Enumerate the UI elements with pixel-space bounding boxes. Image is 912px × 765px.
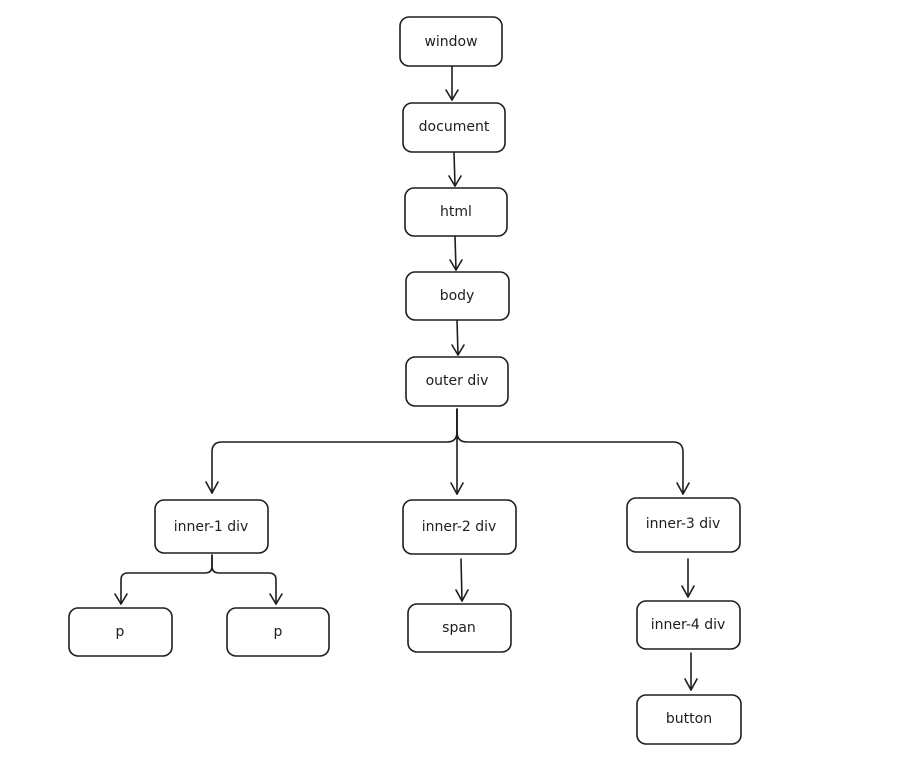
edge-inner2-span xyxy=(460,558,463,602)
nodes: window document html body outer div inne… xyxy=(68,16,742,745)
node-inner-1-div-label: inner-1 div xyxy=(174,519,249,535)
node-p-right-label: p xyxy=(274,624,283,640)
arrowhead-html-body xyxy=(449,259,463,271)
node-document-label: document xyxy=(419,119,490,135)
node-span-label: span xyxy=(442,620,476,636)
node-inner-4-div: inner-4 div xyxy=(636,600,741,650)
node-span: span xyxy=(407,603,512,653)
arrowhead-outer-inner2 xyxy=(450,482,464,495)
edge-outer-inner1 xyxy=(211,408,458,494)
arrowhead-window-document xyxy=(445,89,459,101)
node-window: window xyxy=(399,16,503,67)
edge-html-body xyxy=(454,235,457,271)
arrowhead-outer-inner1 xyxy=(205,481,219,494)
node-html-label: html xyxy=(440,204,472,220)
arrowhead-inner4-button xyxy=(684,678,698,691)
node-button-label: button xyxy=(666,711,712,727)
arrowhead-inner3-inner4 xyxy=(681,585,695,598)
edge-outer-inner3 xyxy=(456,408,684,495)
node-p-right: p xyxy=(226,607,330,657)
node-window-label: window xyxy=(424,34,477,50)
arrowhead-inner1-p2 xyxy=(269,593,283,605)
edges xyxy=(114,65,698,691)
edge-inner1-p1 xyxy=(120,554,213,605)
node-inner-3-div: inner-3 div xyxy=(626,497,741,553)
node-inner-4-div-label: inner-4 div xyxy=(651,617,726,633)
node-document: document xyxy=(402,102,506,153)
edge-body-outer-div xyxy=(456,319,459,356)
arrowhead-body-outer-div xyxy=(451,344,465,356)
node-p-left-label: p xyxy=(116,624,125,640)
edge-inner1-p2 xyxy=(211,554,277,605)
node-outer-div-label: outer div xyxy=(426,373,489,389)
node-body: body xyxy=(405,271,510,321)
arrowhead-inner2-span xyxy=(455,589,469,602)
node-inner-1-div: inner-1 div xyxy=(154,499,269,554)
node-body-label: body xyxy=(440,288,475,304)
node-outer-div: outer div xyxy=(405,356,509,407)
node-html: html xyxy=(404,187,508,237)
node-inner-2-div-label: inner-2 div xyxy=(422,519,497,535)
node-button: button xyxy=(636,694,742,745)
node-p-left: p xyxy=(68,607,173,657)
arrowhead-document-html xyxy=(448,175,462,187)
edge-document-html xyxy=(453,151,456,187)
node-inner-3-div-label: inner-3 div xyxy=(646,516,721,532)
node-inner-2-div: inner-2 div xyxy=(402,499,517,555)
arrowhead-inner1-p1 xyxy=(114,593,128,605)
arrowhead-outer-inner3 xyxy=(676,482,690,495)
